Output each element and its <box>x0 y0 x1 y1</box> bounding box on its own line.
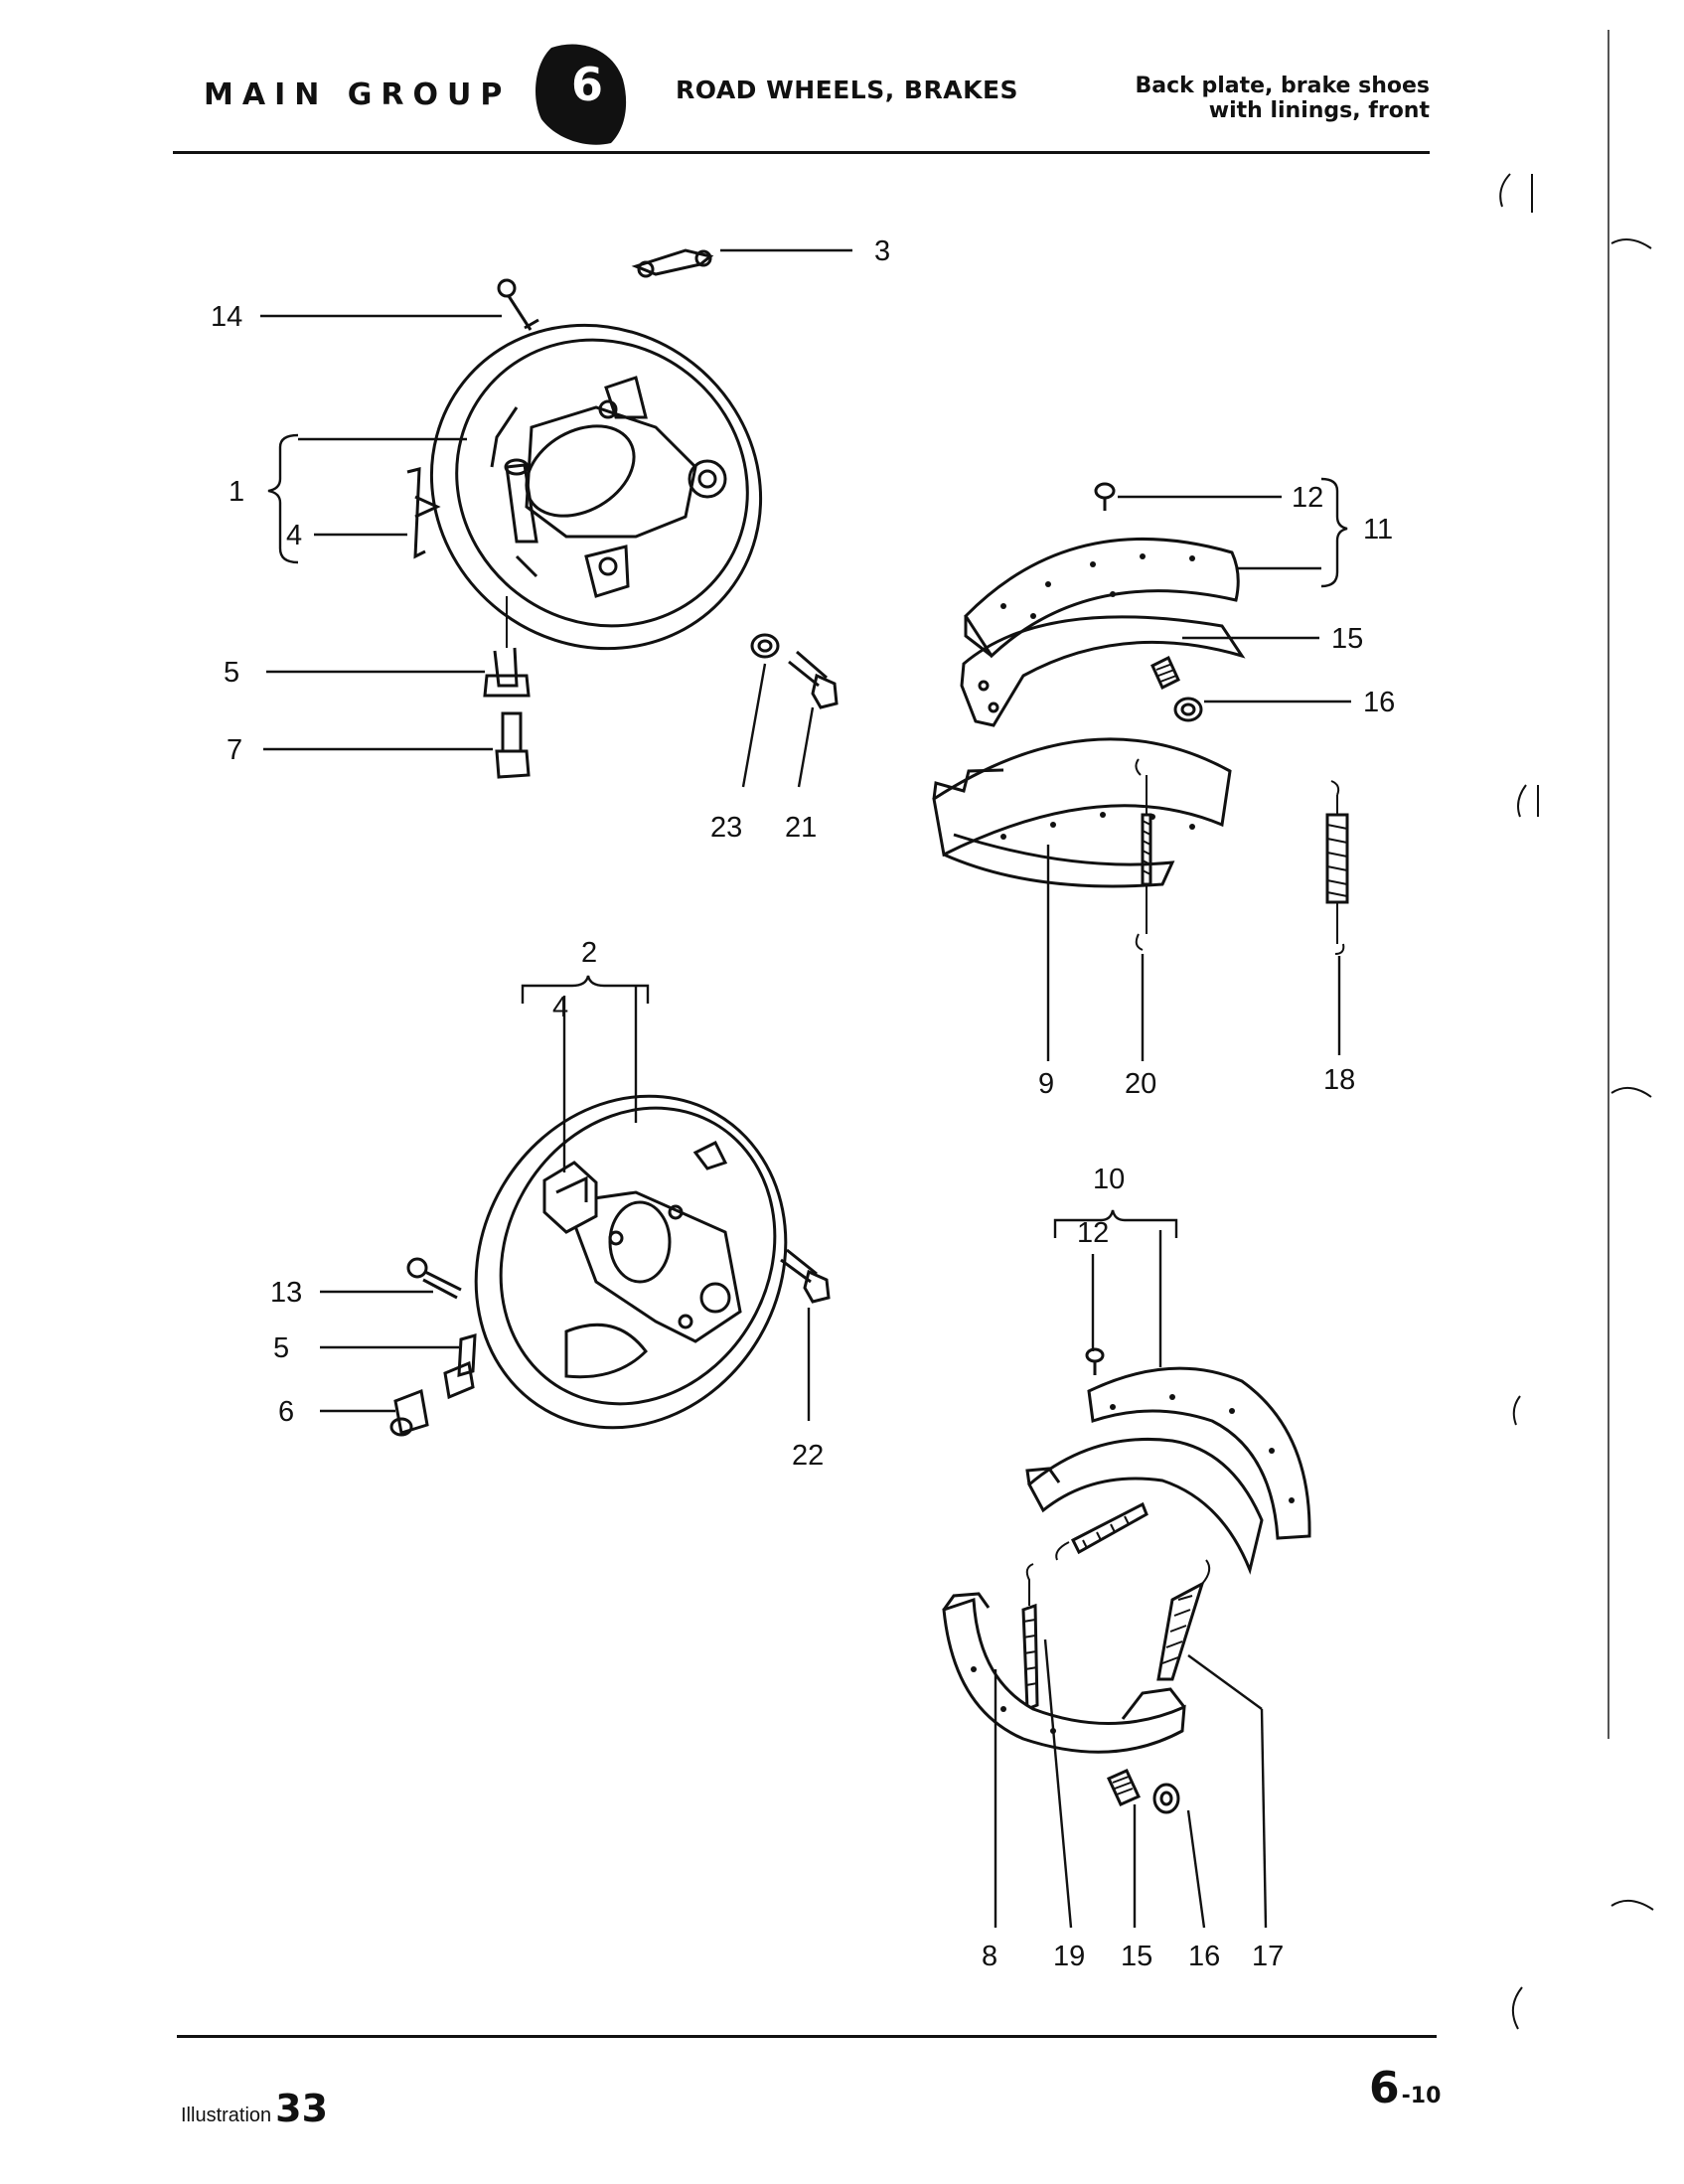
callout-2: 2 <box>581 937 597 969</box>
callout-22: 22 <box>792 1440 824 1472</box>
connecting-spring-top <box>1055 1501 1148 1561</box>
part-12-rivet-upper <box>1094 482 1116 511</box>
part-4-adjuster-upper <box>406 467 441 559</box>
part-10-lining <box>1087 1366 1311 1540</box>
callout-21: 21 <box>785 812 817 844</box>
section-title: ROAD WHEELS, BRAKES <box>676 76 1019 104</box>
part-5-cam-lower <box>443 1332 477 1400</box>
callout-15-lower: 15 <box>1121 1941 1152 1972</box>
callout-11: 11 <box>1363 514 1393 546</box>
callout-20: 20 <box>1125 1068 1156 1100</box>
callout-16-upper: 16 <box>1363 687 1395 718</box>
part-12-rivet-lower <box>1085 1347 1105 1375</box>
page-number-sub: -10 <box>1401 2084 1442 2108</box>
part-13-bolt <box>406 1257 462 1300</box>
callout-9: 9 <box>1038 1068 1054 1100</box>
main-group-label: MAIN GROUP <box>204 78 512 112</box>
section-subtitle: Back plate, brake shoes with linings, fr… <box>1136 74 1430 123</box>
callout-6: 6 <box>278 1396 294 1428</box>
part-14-bolt <box>497 278 539 331</box>
callout-17: 17 <box>1252 1941 1284 1972</box>
part-15-spring-lower <box>1107 1769 1141 1806</box>
callout-10: 10 <box>1093 1164 1125 1195</box>
illustration-label-text: Illustration <box>181 2105 272 2126</box>
part-17-spring <box>1156 1559 1211 1681</box>
part-15-spring-upper <box>1150 655 1180 691</box>
callout-5-lower: 5 <box>273 1332 289 1364</box>
part-10-shoe-upper <box>1025 1437 1264 1575</box>
callout-4-lower: 4 <box>552 992 568 1023</box>
footer-rule <box>177 2035 1437 2038</box>
callout-15-upper: 15 <box>1331 623 1363 655</box>
callout-8: 8 <box>982 1941 997 1972</box>
page-edge-line <box>1607 30 1609 1739</box>
part-1-back-plate <box>429 323 763 651</box>
callout-3: 3 <box>874 235 890 267</box>
callout-4-upper: 4 <box>286 520 302 551</box>
part-9-brake-shoe <box>932 737 1232 888</box>
part-18-spring <box>1325 780 1349 955</box>
callout-7: 7 <box>227 734 242 766</box>
part-11-lining-shoe-upper <box>960 537 1246 727</box>
group-badge-icon <box>536 44 627 145</box>
callout-1: 1 <box>229 476 244 508</box>
part-16-cup-upper <box>1173 697 1203 722</box>
callout-23: 23 <box>710 812 742 844</box>
subtitle-line-1: Back plate, brake shoes <box>1135 74 1430 98</box>
header-rule <box>173 151 1430 154</box>
part-2-back-plate <box>474 1094 788 1430</box>
callout-18: 18 <box>1323 1064 1355 1096</box>
part-7-bolt <box>495 711 531 779</box>
part-3-clip <box>631 248 714 278</box>
callout-12-upper: 12 <box>1292 482 1323 514</box>
part-19-spring <box>1021 1563 1039 1712</box>
part-16-cup-lower <box>1152 1783 1180 1814</box>
part-5-cam-upper <box>483 596 531 698</box>
page-number-main: 6 <box>1369 2063 1400 2113</box>
callout-14: 14 <box>211 301 242 333</box>
part-4-adjuster-lower <box>542 1161 598 1234</box>
part-20-spring <box>1135 758 1152 951</box>
callout-19: 19 <box>1053 1941 1085 1972</box>
subtitle-line-2: with linings, front <box>1208 98 1430 123</box>
illustration-number: 33 <box>275 2087 329 2130</box>
callout-12-lower: 12 <box>1077 1217 1109 1249</box>
part-21-bolt <box>788 650 839 709</box>
part-23-washer <box>750 633 780 659</box>
part-6-adjuster-screw <box>389 1388 429 1437</box>
scan-margin-marks <box>1499 173 1654 2030</box>
callout-13: 13 <box>270 1277 302 1309</box>
page-number: 6-10 <box>1369 2063 1441 2113</box>
group-number: 6 <box>571 58 604 111</box>
callout-5-upper: 5 <box>224 657 239 689</box>
part-22-bolt <box>780 1248 831 1304</box>
callout-16-lower: 16 <box>1188 1941 1220 1972</box>
part-8-brake-shoe <box>942 1592 1186 1754</box>
